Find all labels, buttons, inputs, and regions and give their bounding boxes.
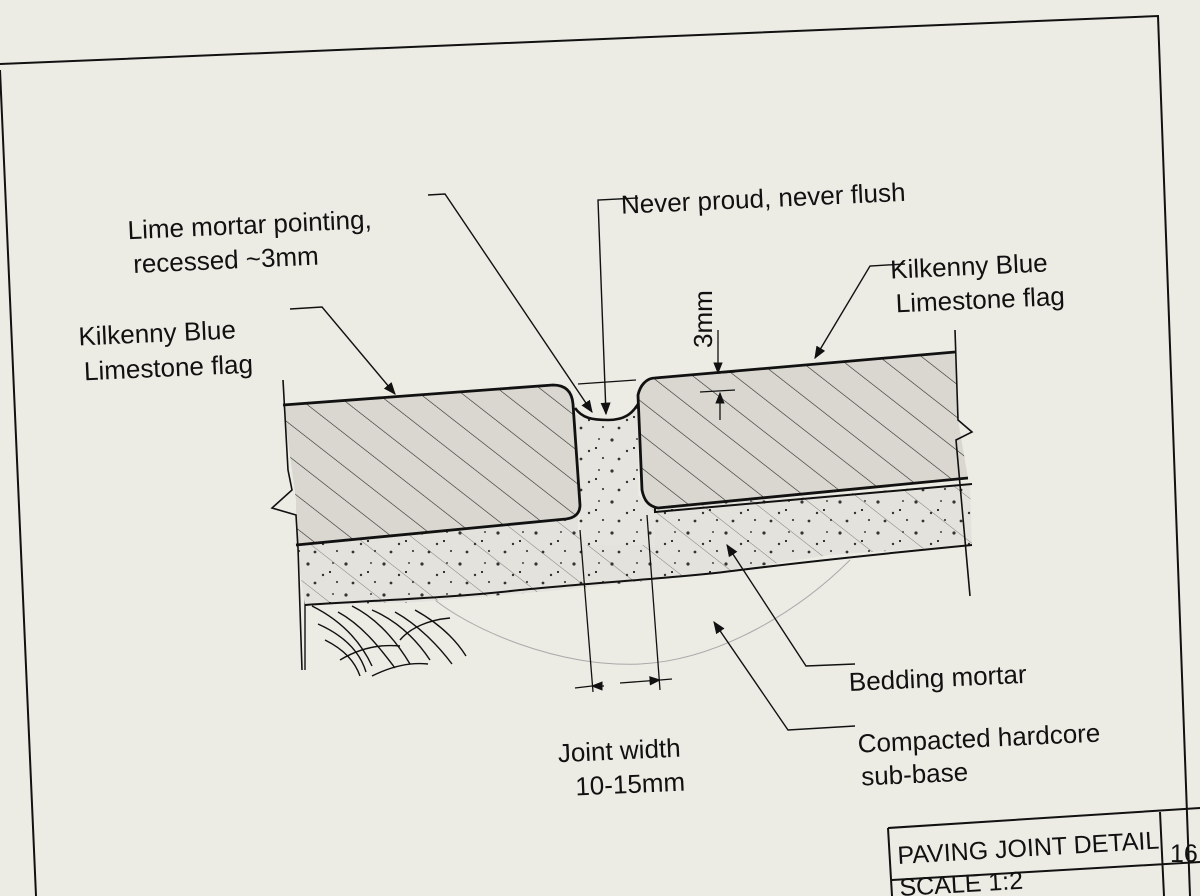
joint-pointing-surface [573, 403, 640, 422]
left-flag-hatch [283, 385, 580, 545]
joint-width-dimension [574, 514, 673, 693]
leader-lime-mortar [427, 193, 593, 414]
recess-dimension [577, 330, 736, 420]
leader-lines [289, 193, 906, 731]
leader-bedding [726, 543, 856, 667]
right-flag-outline [636, 350, 969, 510]
right-break-line [954, 329, 974, 597]
bedding-bottom-edge [304, 544, 973, 606]
leader-flag-left [289, 306, 396, 395]
recess-dim-label: 3mm [688, 290, 718, 348]
label-flag-right-1: Kilkenny Blue [890, 248, 1049, 285]
label-hardcore-2: sub-base [860, 757, 968, 792]
bedding-right-edge [654, 483, 973, 514]
label-joint-width-1: Joint width [557, 733, 681, 769]
leader-flag-right [814, 263, 906, 360]
subbase-faint-outline [429, 559, 851, 665]
label-flag-left-1: Kilkenny Blue [78, 314, 237, 351]
leader-hardcore [713, 620, 856, 731]
joint-mortar-dots [575, 406, 655, 545]
left-break-line [270, 379, 303, 671]
sheet-border [0, 14, 1191, 896]
leader-never-proud [597, 197, 639, 416]
left-flag-outline [282, 383, 582, 547]
title-block-sheet-number: 16 [1170, 840, 1198, 868]
label-joint-width-2: 10-15mm [575, 767, 686, 802]
